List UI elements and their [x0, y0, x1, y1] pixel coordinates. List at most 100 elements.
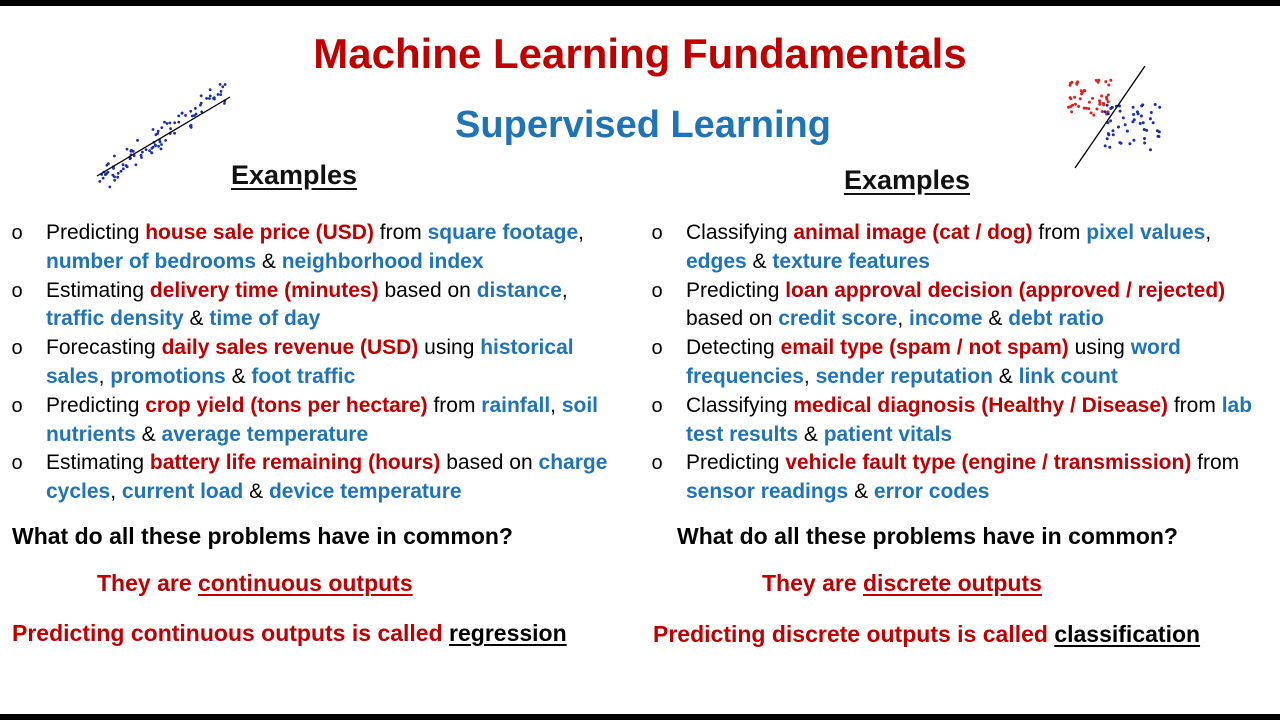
list-item-segment: soil nutrients	[46, 393, 599, 446]
scatter-point	[200, 110, 204, 114]
scatter-point	[1102, 101, 1105, 105]
scatter-point	[1132, 138, 1136, 142]
scatter-point	[199, 103, 202, 107]
list-item-segment: link count	[1018, 364, 1118, 388]
scatter-point	[1141, 121, 1145, 125]
scatter-point	[164, 139, 167, 142]
scatter-point	[150, 151, 153, 154]
right-examples-heading: Examples	[844, 165, 971, 195]
list-item-segment: traffic density	[46, 307, 184, 331]
scatter-point	[1084, 106, 1088, 110]
scatter-point	[1106, 93, 1110, 97]
right-conclusion-term: classification	[1054, 621, 1201, 647]
scatter-point	[1109, 119, 1113, 123]
scatter-point	[219, 93, 223, 96]
scatter-point	[208, 88, 212, 92]
scatter-point	[1128, 142, 1132, 146]
scatter-point	[1103, 144, 1107, 148]
scatter-point	[189, 123, 193, 127]
list-item-segment: average temperature	[161, 422, 369, 446]
scatter-point	[1095, 107, 1099, 111]
list-item-segment: &	[183, 307, 210, 331]
left-answer-term: continuous outputs	[198, 570, 413, 596]
list-item-segment: &	[256, 249, 282, 273]
scatter-point	[218, 83, 222, 86]
scatter-point	[157, 144, 160, 148]
scatter-point	[163, 120, 166, 124]
list-item-segment: credit score	[778, 307, 898, 331]
classification-scatter-icon	[1067, 65, 1162, 169]
scatter-point	[1131, 120, 1135, 124]
list-item-segment: &	[982, 307, 1009, 331]
scatter-point	[136, 139, 139, 142]
scatter-point	[1153, 103, 1157, 106]
right-conclusion: Predicting discrete outputs is called cl…	[653, 621, 1200, 648]
scatter-point	[1108, 145, 1112, 149]
scatter-point	[1103, 110, 1107, 114]
list-item-segment: ,	[897, 307, 909, 331]
scatter-point	[158, 140, 162, 144]
scatter-point	[1071, 103, 1075, 107]
bullet-icon: o	[11, 337, 23, 360]
scatter-point	[1089, 111, 1093, 115]
scatter-point	[213, 97, 216, 101]
scatter-point	[111, 173, 115, 177]
scatter-point	[1139, 114, 1143, 118]
left-conclusion: Predicting continuous outputs is called …	[12, 620, 567, 647]
bullet-icon: o	[11, 452, 23, 475]
scatter-point	[1149, 148, 1152, 152]
bullet-icon: o	[11, 279, 23, 302]
scatter-point	[104, 173, 107, 177]
list-item-segment: &	[225, 364, 252, 388]
list-item-segment: from	[1168, 393, 1222, 417]
scatter-point	[113, 178, 116, 182]
bullet-icon: o	[651, 394, 663, 417]
list-item-segment: Estimating	[46, 278, 150, 302]
list-item-segment: based on	[686, 307, 779, 331]
list-item-segment: ,	[578, 221, 584, 244]
list-item-segment: Estimating	[46, 451, 150, 475]
scatter-point	[1140, 104, 1144, 108]
list-item-segment: delivery time (minutes)	[149, 278, 379, 302]
scatter-point	[1107, 133, 1111, 137]
scatter-point	[223, 102, 226, 105]
scatter-point	[216, 93, 220, 96]
scatter-point	[121, 163, 125, 166]
scatter-point	[1070, 110, 1074, 114]
list-item-segment: using	[418, 336, 481, 360]
scatter-point	[1105, 95, 1108, 99]
scatter-point	[116, 171, 120, 175]
list-item-segment: based on	[440, 451, 539, 475]
scatter-point	[205, 97, 208, 100]
scatter-point	[180, 111, 184, 115]
scatter-point	[221, 85, 225, 89]
scatter-point	[1097, 78, 1101, 82]
scatter-point	[208, 97, 211, 100]
scatter-point	[119, 169, 123, 173]
scatter-point	[113, 175, 116, 179]
scatter-point	[177, 114, 181, 118]
scatter-point	[1125, 129, 1129, 133]
scatter-point	[1091, 96, 1094, 100]
list-item-segment: loan approval decision (approved / rejec…	[785, 278, 1226, 302]
scatter-point	[1142, 128, 1146, 131]
list-item-segment: rainfall	[481, 393, 551, 417]
scatter-point	[1098, 99, 1102, 103]
list-item-segment: ,	[110, 480, 122, 504]
scatter-point	[151, 128, 155, 131]
scatter-point	[144, 148, 148, 151]
scatter-point	[160, 126, 164, 129]
scatter-point	[1105, 137, 1109, 141]
list-item-segment: device temperature	[268, 480, 462, 504]
scatter-point	[189, 126, 193, 129]
scatter-point	[1111, 129, 1115, 133]
scatter-point	[1135, 110, 1139, 114]
bullet-icon: o	[11, 394, 23, 417]
list-item-segment: neighborhood index	[281, 249, 484, 273]
